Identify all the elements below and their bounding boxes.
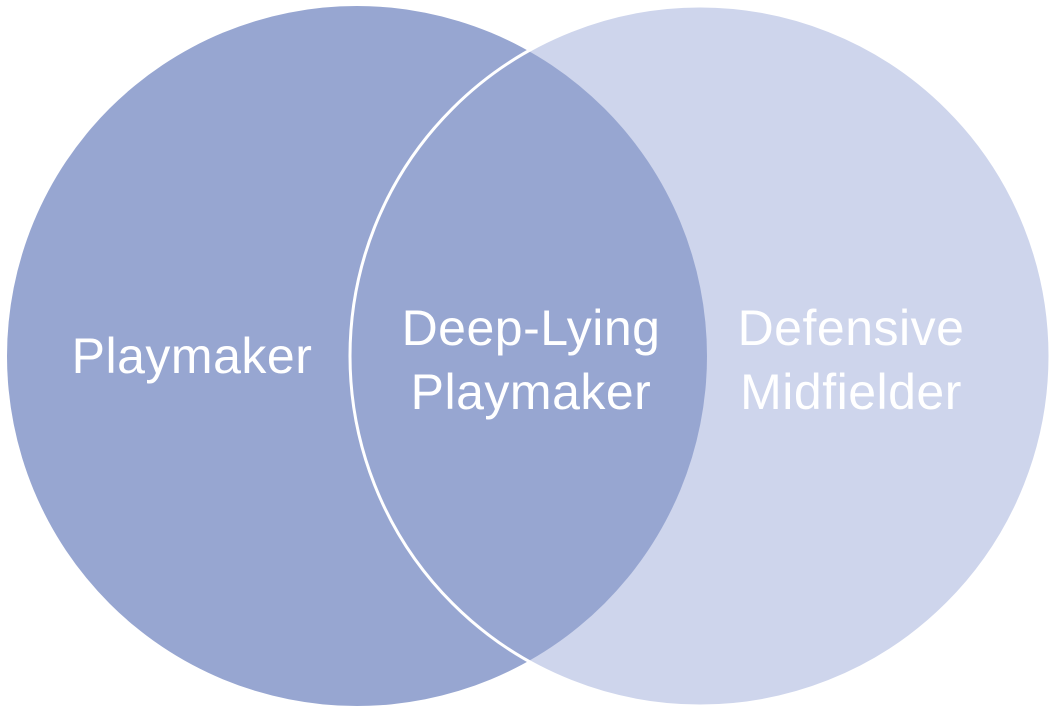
intersection-label-line2: Playmaker [410,364,652,420]
intersection-label-line1: Deep-Lying [401,300,661,356]
intersection-label: Deep-Lying Playmaker [402,296,661,424]
right-circle-label-line2: Midfielder [740,364,962,420]
left-circle-label: Playmaker [71,328,313,384]
right-circle-label: Defensive Midfielder [738,296,965,424]
right-circle-label-line1: Defensive [737,300,965,356]
right-circle-outline [348,4,1052,708]
left-circle [7,6,707,706]
